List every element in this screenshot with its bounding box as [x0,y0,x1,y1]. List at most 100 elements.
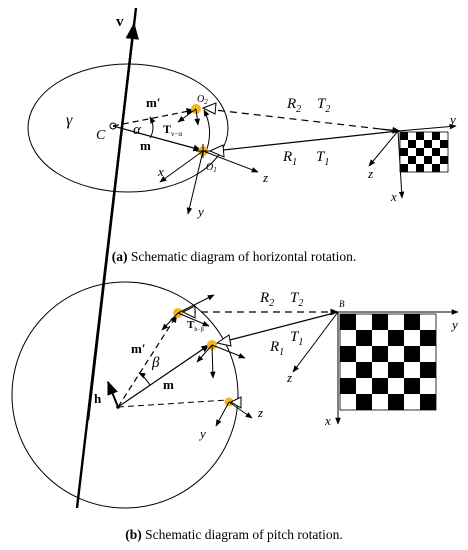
checker-cell [372,394,388,410]
v-axis-arrow [86,22,139,421]
checker-cell [400,156,408,164]
checker-cell [416,140,424,148]
cam-z-label: z [257,405,263,420]
board-x-label: x [324,413,331,428]
checker-cell [420,346,436,362]
checker-cell [424,148,432,156]
board-z-label: z [286,370,292,385]
checker-cell [400,148,408,156]
checker-cell [404,394,420,410]
checker-cell [340,346,356,362]
m-label: m [140,138,151,153]
T-rotation-label: Th−β [187,319,204,333]
checkerboard-a [399,131,449,173]
T2-label: T2 [290,290,303,309]
m-prime-vector [117,314,178,408]
checker-cell [424,156,432,164]
lower-axis-2 [210,344,216,379]
checker-cell [420,314,436,330]
lower-axis-3 [196,344,213,363]
checker-cell [356,362,372,378]
T2-label: T2 [317,96,330,115]
cam-x-label: x [157,164,164,179]
checkerboard-b [339,313,437,411]
checker-cell [388,378,404,394]
alpha-label: α [133,122,142,138]
checker-cell [416,156,424,164]
checker-cell [340,378,356,394]
checker-cell [404,362,420,378]
board-z-label: z [367,166,373,181]
O2-open-arrowhead [201,102,217,115]
cam-y-label: y [196,204,204,219]
checker-cell [400,164,408,172]
checker-cell [432,140,440,148]
top-axis-3 [161,312,179,331]
caption-a-text: Schematic diagram of horizontal rotation… [130,249,357,264]
panel-a: v γ C m m′ α Tv−α O2 O1 [27,7,457,509]
T1-label: T1 [316,149,329,168]
cam-y-label: y [198,426,206,441]
checker-cell [340,314,356,330]
O2-axis-2 [194,108,200,126]
board-y-axis [397,123,457,132]
m-prime-label: m′ [131,341,146,356]
rotation-arc [203,109,210,153]
checker-cell [356,378,372,394]
checker-cell [440,148,448,156]
R1-T1-ray [221,311,339,343]
checker-cell [408,140,416,148]
O1-label: O1 [206,162,217,174]
gamma-label: γ [66,112,73,129]
R1-label: R1 [282,149,297,168]
R1-label: R1 [269,339,284,358]
m-label: m [163,377,174,392]
checker-cell [420,330,436,346]
checker-cell [432,148,440,156]
checker-cell [432,132,440,140]
checker-cell [372,330,388,346]
caption-b-tag: (b) [125,527,142,542]
v-label: v [116,14,124,30]
top-open-arrowhead [181,305,196,319]
beta-arc [138,372,151,386]
m-prime-label: m′ [146,95,161,110]
cam-y-axis [186,150,204,215]
checker-cell [388,394,404,410]
m-vector [117,344,210,408]
checker-cell [388,330,404,346]
checker-cell [432,156,440,164]
checker-outline [339,313,437,411]
O2-axis-1 [177,108,197,123]
checker-cell [388,346,404,362]
caption-a: (a) Schematic diagram of horizontal rota… [0,249,468,265]
checker-cell [424,140,432,148]
B-label: B [339,299,345,309]
checker-cell [340,394,356,410]
cam-z-label: z [262,170,268,185]
caption-a-tag: (a) [111,249,128,264]
checker-cell [408,156,416,164]
cam-x-axis [159,150,204,183]
pitch-circle [11,281,239,509]
alpha-arc [149,116,156,139]
checker-cell [400,132,408,140]
R1-T1-ray [213,130,399,152]
top-axis-1 [177,294,215,314]
checker-cell [408,148,416,156]
caption-b: (b) Schematic diagram of pitch rotation. [0,527,468,543]
lower-axis-1 [211,344,246,359]
bottom-dashed-ray [117,399,229,408]
checker-cell [440,140,448,148]
O2-label: O2 [197,94,208,106]
checker-cell [424,164,432,172]
checker-cell [372,314,388,330]
checker-cell [388,362,404,378]
h-label: h [94,391,102,406]
checker-cell [440,156,448,164]
checker-cell [408,164,416,172]
third-open-arrowhead [229,396,242,409]
checker-cell [404,378,420,394]
checker-cell [356,330,372,346]
